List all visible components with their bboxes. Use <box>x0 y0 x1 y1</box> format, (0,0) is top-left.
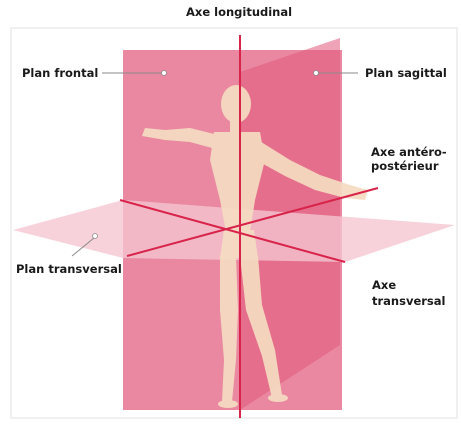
axe-transversal-label-line2: transversal <box>372 294 445 308</box>
axe-transversal-label-line1: Axe <box>372 278 396 292</box>
axe-antero-posterieur-label-line2: postérieur <box>371 159 439 173</box>
axe-antero-posterieur-label-line1: Axe antéro- <box>371 145 447 159</box>
plan-transversal-label: Plan transversal <box>16 262 122 276</box>
plan-sagittal-label: Plan sagittal <box>365 66 447 80</box>
figure-head <box>221 85 251 123</box>
figure-right-foot <box>268 394 288 402</box>
plan-frontal-label: Plan frontal <box>22 66 98 80</box>
axe-longitudinal-label: Axe longitudinal <box>186 5 292 19</box>
plan-sagittal-dot <box>314 71 319 76</box>
plan-transversal-dot <box>93 234 98 239</box>
plan-frontal-dot <box>162 71 167 76</box>
figure-left-foot <box>218 400 238 408</box>
